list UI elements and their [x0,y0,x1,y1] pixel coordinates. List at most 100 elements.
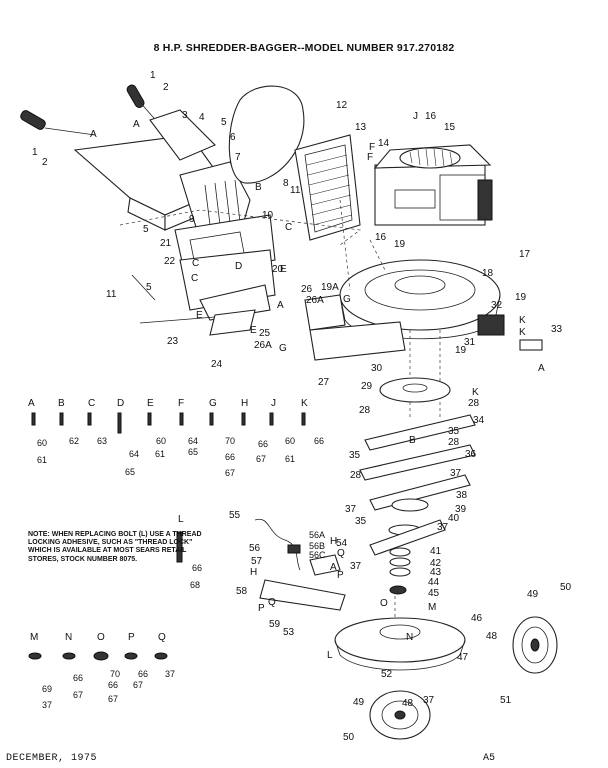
wheel-rear-right [512,616,558,674]
switch-bracket [477,314,543,351]
callout-41: 41 [430,546,442,557]
callout-56c: 56C [309,550,326,560]
callout-22: 22 [164,256,176,267]
letter-Q: Q [268,597,276,608]
callout-56: 56 [249,543,261,554]
callout-39: 39 [455,504,467,515]
hardware-label: 37 [42,700,52,710]
hardware-header: D [117,398,124,409]
letter-N: N [406,632,413,643]
hardware-header: K [301,398,308,409]
hardware-label: 61 [285,454,295,464]
callout-23: 23 [167,336,179,347]
hardware-header: Q [158,632,166,643]
frame-parts [131,214,406,361]
letter-J: J [413,111,418,122]
hardware-label: 66 [73,673,83,683]
callout-16: 16 [425,111,437,122]
callout-38: 38 [456,490,468,501]
callout-35b: 35 [349,450,361,461]
letter-A: A [330,562,337,573]
hardware-header: B [58,398,65,409]
callout-18: 18 [482,268,494,279]
letter-A: A [277,300,284,311]
hardware-label: 66 [225,452,235,462]
callout-50b: 50 [343,732,355,743]
hardware-label: 66 [138,669,148,679]
callout-19c: 19 [455,345,467,356]
bolt-L-icon [176,531,183,563]
callout-46: 46 [471,613,483,624]
hardware-label: 61 [37,455,47,465]
callout-6: 6 [230,132,236,143]
diagram-title: 8 H.P. SHREDDER-BAGGER--MODEL NUMBER 917… [153,42,455,54]
letter-F: F [369,142,375,153]
callout-2b: 2 [42,157,48,168]
letter-E: E [196,310,203,321]
hardware-label: 63 [97,436,107,446]
letter-E: E [280,264,287,275]
callout-10: 10 [262,210,274,221]
letter-M: M [428,602,436,613]
callout-32: 32 [491,300,503,311]
hardware-row1: A B C D E F G H J K 60 61 62 63 64 61 65… [28,398,324,478]
hardware-label: 65 [125,467,135,477]
letter-H: H [250,567,257,578]
letter-E: E [250,325,257,336]
callout-19a: 19A [321,282,339,293]
footer-date: DECEMBER, 1975 [6,753,98,764]
letter-callouts: A A A A A B B C C C D E E E F F G G H H … [90,111,545,661]
callout-11b: 11 [106,289,117,300]
blade-assembly [359,377,476,595]
hardware-label: 70 [110,669,120,679]
callout-48b: 48 [402,698,414,709]
callout-37b: 37 [345,504,357,515]
hardware-label: 65 [188,447,198,457]
hardware-label: 64 [129,449,139,459]
callout-51: 51 [500,695,512,706]
hardware-header: M [30,632,38,643]
hardware-row2: M N O P Q 69 37 66 67 70 66 67 67 66 37 [30,632,175,710]
callout-53: 53 [283,627,295,638]
hardware-label: 69 [42,684,52,694]
callout-48: 48 [486,631,498,642]
hardware-header: E [147,398,154,409]
callout-5c: 5 [146,282,152,293]
letter-K: K [519,315,526,326]
callout-26a: 26A [306,295,324,306]
callout-44: 44 [428,577,440,588]
letter-Q: Q [337,548,345,559]
callout-25: 25 [259,328,271,339]
hardware-header: J [271,398,276,409]
callout-37c: 37 [437,522,449,533]
callout-31: 31 [464,337,476,348]
letter-F: F [367,152,373,163]
callout-47: 47 [457,652,469,663]
hardware-label: 67 [225,468,235,478]
callout-13: 13 [355,122,367,133]
hardware-label: 66 [108,680,118,690]
mower-deck [259,554,466,671]
callout-5: 5 [221,117,227,128]
callout-35c: 35 [355,516,367,527]
hardware-row2-icons [28,651,168,661]
letter-C: C [191,273,198,284]
callout-56a: 56A [309,530,325,540]
callout-35: 35 [448,426,460,437]
callout-58: 58 [236,586,248,597]
callout-1b: 1 [32,147,38,158]
callout-50: 50 [560,582,572,593]
letter-K: K [472,387,479,398]
hardware-label: 37 [165,669,175,679]
hardware-label: 62 [69,436,79,446]
hardware-header: H [241,398,248,409]
hardware-label: 67 [133,680,143,690]
callout-27: 27 [318,377,330,388]
callout-56b: 56B [309,541,325,551]
callout-28c: 28 [448,437,460,448]
hardware-header: P [128,632,135,643]
letter-P: P [258,603,265,614]
letter-H: H [330,536,337,547]
letter-B: B [255,182,262,193]
